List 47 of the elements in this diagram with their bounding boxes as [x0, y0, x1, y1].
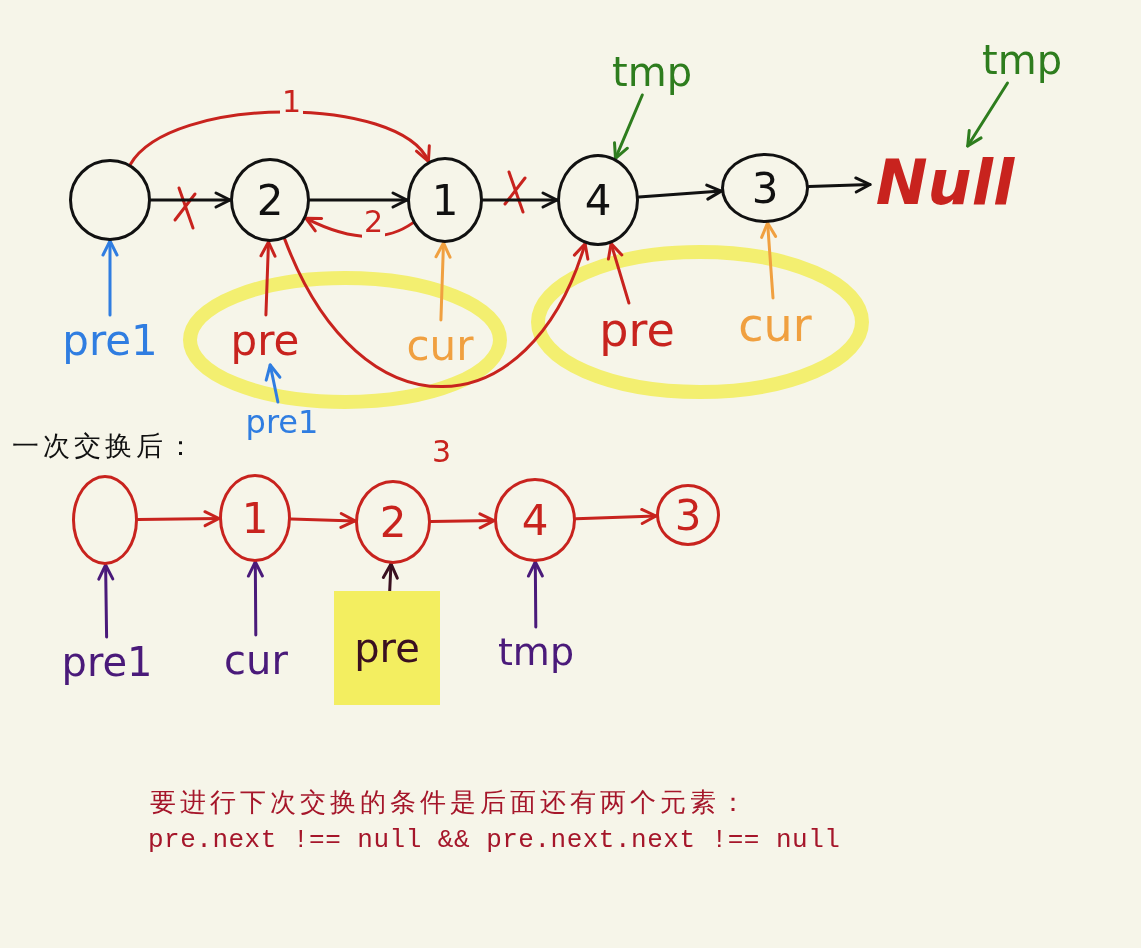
list-node-circle	[72, 475, 138, 565]
highlighted-pointer-label: pre	[334, 591, 440, 705]
arrow	[128, 110, 430, 166]
arrow	[481, 191, 559, 209]
arrow	[246, 560, 264, 637]
arrow	[308, 191, 409, 209]
arrow	[966, 81, 1009, 148]
pointer-label: pre	[228, 315, 302, 365]
pointer-label: cur	[217, 635, 295, 685]
arrow	[574, 508, 658, 525]
arrow	[637, 183, 723, 201]
list-node-circle: 1	[407, 157, 483, 243]
arrow	[289, 512, 357, 529]
pointer-label: tmp	[612, 49, 692, 95]
pointer-label: pre	[597, 303, 677, 357]
arrow	[149, 191, 232, 209]
pointer-label: tmp	[497, 627, 575, 677]
pointer-label: cur	[400, 320, 480, 370]
note-text: 要进行下次交换的条件是后面还有两个元素：	[150, 786, 750, 819]
list-node-circle: 4	[557, 154, 639, 246]
list-node-circle: 1	[219, 474, 291, 562]
pointer-label: cur	[735, 298, 815, 352]
pointer-label: tmp	[982, 37, 1062, 83]
null-label: Null	[870, 146, 1020, 218]
arrow	[807, 176, 872, 194]
arrow	[526, 560, 544, 629]
arrow	[264, 363, 282, 404]
pointer-label: pre1	[68, 315, 152, 365]
arrow	[429, 512, 496, 530]
arrow	[606, 242, 631, 305]
arrow	[136, 510, 221, 528]
arrow	[259, 240, 277, 317]
arrow	[760, 221, 778, 300]
list-node-circle: 4	[494, 478, 576, 562]
code-text: pre.next !== null && pre.next.next !== null	[148, 825, 841, 855]
arrow	[101, 239, 119, 317]
caption-text: 一次交换后：	[12, 429, 198, 463]
pointer-label: pre1	[247, 402, 317, 442]
arrow	[381, 562, 399, 593]
list-node-circle: 3	[656, 484, 720, 546]
arrow	[613, 93, 644, 160]
list-node-circle: 3	[721, 153, 809, 223]
arrow	[283, 237, 589, 389]
list-node-circle: 2	[230, 158, 310, 242]
list-node-circle	[69, 159, 151, 241]
arrow	[97, 563, 115, 639]
list-node-circle: 2	[355, 480, 431, 564]
